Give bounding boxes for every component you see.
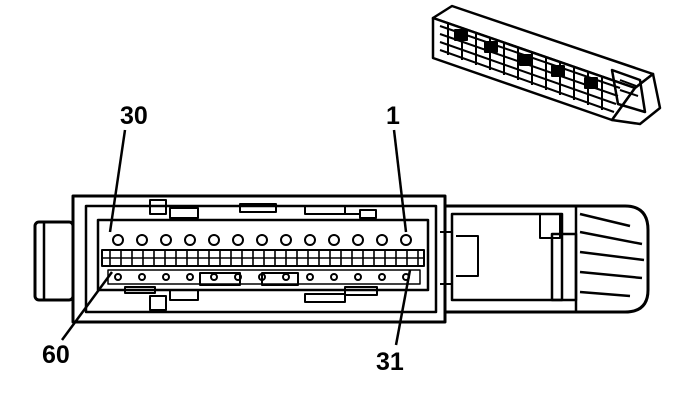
isometric-pin-cavities — [439, 22, 621, 113]
lever-housing — [443, 204, 650, 314]
connector-face-view — [33, 194, 650, 324]
pin-label-1: 1 — [386, 102, 400, 130]
leader-pin-60 — [60, 271, 114, 341]
pin-row-upper — [112, 234, 412, 246]
leader-pin-31 — [394, 269, 412, 346]
leader-lines — [60, 129, 412, 346]
pin-label-60: 60 — [42, 341, 70, 369]
leader-pin-30 — [108, 129, 127, 233]
pin-label-31: 31 — [376, 348, 404, 376]
connector-isometric-view — [431, 4, 662, 126]
terminal-housing — [96, 218, 430, 292]
rear-cover — [33, 220, 75, 302]
pin-label-30: 30 — [120, 102, 148, 130]
leader-pin-1 — [392, 129, 408, 233]
top-latch-features — [149, 199, 377, 219]
terminal-strip — [101, 249, 425, 267]
